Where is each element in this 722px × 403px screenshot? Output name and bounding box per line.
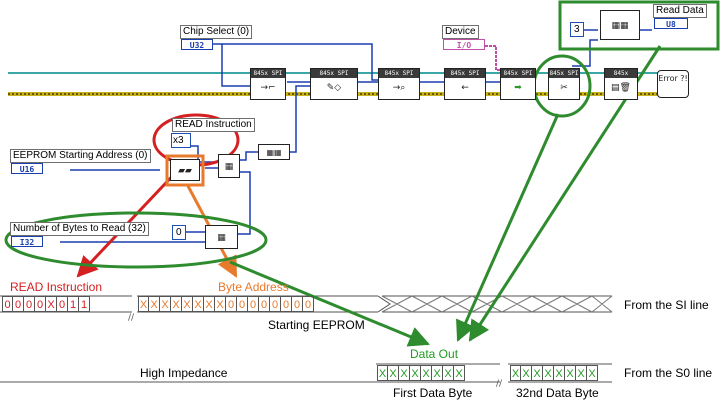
bit-cell: X [377,365,388,381]
data-byte-32-label: 32nd Data Byte [516,386,599,400]
bit-cell: X [532,365,543,381]
spi-read-vi[interactable]: 845x SPI✂ [548,68,580,100]
timing-read-instruction-label: READ Instruction [10,280,103,294]
zero-constant[interactable]: 0 [172,225,186,240]
bit-cell: X [138,296,149,312]
device-terminal[interactable]: I/O [443,39,485,50]
spi-script-vi[interactable]: 845x SPI➡ [500,68,536,100]
eeprom-start-terminal[interactable]: U16 [11,163,43,174]
bit-cell: X [543,365,554,381]
num-bytes-label: Number of Bytes to Read (32) [10,222,149,236]
bit-cell: X [149,296,160,312]
bit-cell: X [410,365,421,381]
bit-cell: 0 [303,296,314,312]
bit-cell: X [521,365,532,381]
bit-cell: X [193,296,204,312]
chip-select-terminal[interactable]: U32 [181,39,213,50]
bit-cell: 0 [259,296,270,312]
bit-cell: X [204,296,215,312]
bit-cell: X [182,296,193,312]
bit-cell: X [565,365,576,381]
high-impedance-label: High Impedance [140,366,228,380]
bit-cell: X [587,365,598,381]
bit-cell: 0 [292,296,303,312]
bit-cell: 0 [13,296,24,312]
bit-cell: 0 [2,296,13,312]
bit-cell: 0 [24,296,35,312]
bit-cell: X [160,296,171,312]
bit-cell: 0 [57,296,68,312]
bit-cell: X [554,365,565,381]
read-data-terminal[interactable]: U8 [654,18,688,29]
chip-select-label: Chip Select (0) [180,25,253,39]
break-mark-si: // [128,313,135,323]
byte-address-highlight [165,154,205,187]
bit-cell: X [432,365,443,381]
bit-cell: X [510,365,521,381]
bit-cell: X [454,365,465,381]
bit-cell: 0 [237,296,248,312]
read-instruction-label: READ Instruction [172,118,255,132]
error-handler-vi[interactable]: Error ?! [657,70,689,98]
bit-cell: 1 [68,296,79,312]
si-line-label: From the SI line [624,298,709,312]
starting-eeprom-label: Starting EEPROM [268,318,365,332]
bit-cell: 0 [248,296,259,312]
split-number-node: ▰▰ [170,159,200,181]
blue-wires [60,29,652,243]
spi-config-vi[interactable]: 845x SPI✎◇ [310,68,358,100]
bit-cell: 0 [226,296,237,312]
build-array-node-1: ▦ [218,154,240,178]
bit-cell: X [421,365,432,381]
dont-care-region [381,295,613,313]
bit-cell: X [215,296,226,312]
num-bytes-terminal[interactable]: I32 [11,236,43,247]
read-data-label: Read Data [653,4,707,18]
build-array-node-2: ▦▦ [258,144,290,160]
device-wire [485,45,500,71]
bit-cell: 0 [270,296,281,312]
bit-cell: 0 [281,296,292,312]
device-label: Device [442,25,479,39]
number-of-bytes-highlight [4,211,268,269]
green-arrow-vi [456,113,560,342]
timing-byte-address-label: Byte Address [218,280,289,294]
bit-cell: 1 [79,296,90,312]
eeprom-start-label: EEPROM Starting Address (0) [10,149,151,163]
spi-open-vi[interactable]: 845x SPI→⌐ [250,68,286,100]
spi-chip-select-vi[interactable]: 845x SPI→⌕ [378,68,420,100]
spi-write-vi[interactable]: 845x SPI← [444,68,486,100]
bit-cell: X [171,296,182,312]
array-subset-node: ▦▦ [600,10,640,40]
read-instruction-constant[interactable]: x3 [171,133,191,148]
so-line-label: From the S0 line [624,366,713,380]
read-data-constant[interactable]: 3 [570,22,584,37]
bit-cell: X [46,296,57,312]
break-mark-so: // [496,379,503,389]
bit-cell: X [399,365,410,381]
first-data-byte-label: First Data Byte [393,386,473,400]
spi-close-vi[interactable]: 845x▤🗑 [604,68,638,100]
read-data-highlight [558,0,720,51]
green-arrow-bytes [229,260,430,347]
bit-cell: X [576,365,587,381]
so-timing-lines [0,363,612,383]
bit-cell: 0 [35,296,46,312]
bit-cell: X [388,365,399,381]
bit-cell: X [443,365,454,381]
data-out-label: Data Out [410,347,459,361]
build-array-node-3: ▦ [205,225,238,249]
